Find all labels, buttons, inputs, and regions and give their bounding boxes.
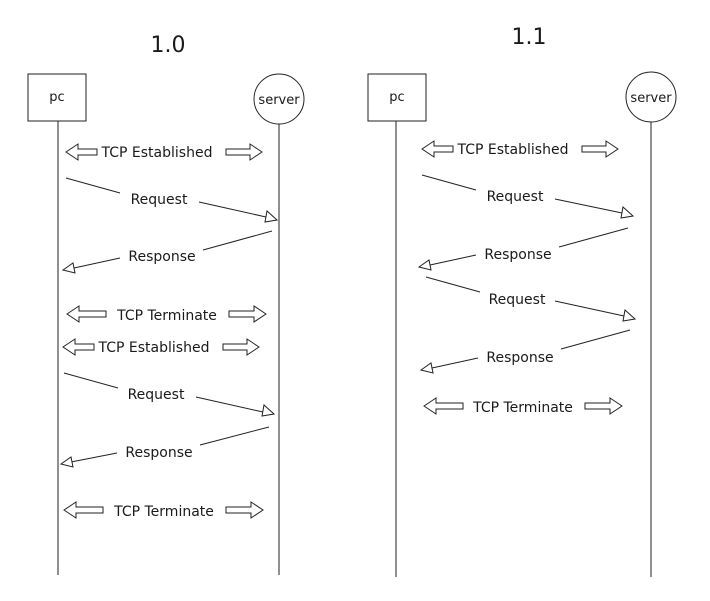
client-node: pc <box>27 73 87 122</box>
tcp-terminate-step: TCP Terminate <box>66 305 267 324</box>
step-label: Request <box>487 189 544 205</box>
tcp-established-step: TCP Established <box>65 143 263 161</box>
panel-title: 1.1 <box>512 25 547 50</box>
request-arrow: Request <box>425 276 637 322</box>
response-arrow: Response <box>417 227 629 271</box>
step-label: TCP Established <box>98 340 210 356</box>
step-label: Response <box>128 249 195 265</box>
client-label: pc <box>389 90 404 105</box>
server-label: server <box>258 93 300 108</box>
response-arrow: Response <box>61 230 273 274</box>
server-node: server <box>625 71 677 123</box>
panel-http-1-0: 1.0 pc server TCP Established Request <box>27 33 305 575</box>
request-arrow: Request <box>63 372 276 417</box>
step-label: Request <box>489 292 546 308</box>
request-arrow: Request <box>421 174 635 219</box>
step-label: Response <box>125 445 192 461</box>
step-label: Request <box>128 387 185 403</box>
step-label: TCP Terminate <box>472 400 573 416</box>
step-label: Response <box>484 247 551 263</box>
step-label: TCP Terminate <box>113 504 214 520</box>
server-node: server <box>253 73 305 125</box>
step-label: TCP Established <box>101 145 213 161</box>
response-arrow: Response <box>59 426 270 468</box>
panel-title: 1.0 <box>151 33 186 58</box>
request-arrow: Request <box>65 177 279 223</box>
client-label: pc <box>49 90 64 105</box>
step-label: Response <box>486 350 553 366</box>
client-node: pc <box>367 73 427 122</box>
tcp-established-step: TCP Established <box>421 140 619 158</box>
response-arrow: Response <box>419 329 631 374</box>
tcp-terminate-step: TCP Terminate <box>423 397 623 416</box>
tcp-established-step: TCP Established <box>62 338 260 356</box>
panel-http-1-1: 1.1 pc server TCP Established Request <box>367 25 677 577</box>
tcp-terminate-step: TCP Terminate <box>63 501 264 520</box>
server-label: server <box>630 91 672 106</box>
step-label: Request <box>131 192 188 208</box>
step-label: TCP Established <box>457 142 569 158</box>
step-label: TCP Terminate <box>116 308 217 324</box>
